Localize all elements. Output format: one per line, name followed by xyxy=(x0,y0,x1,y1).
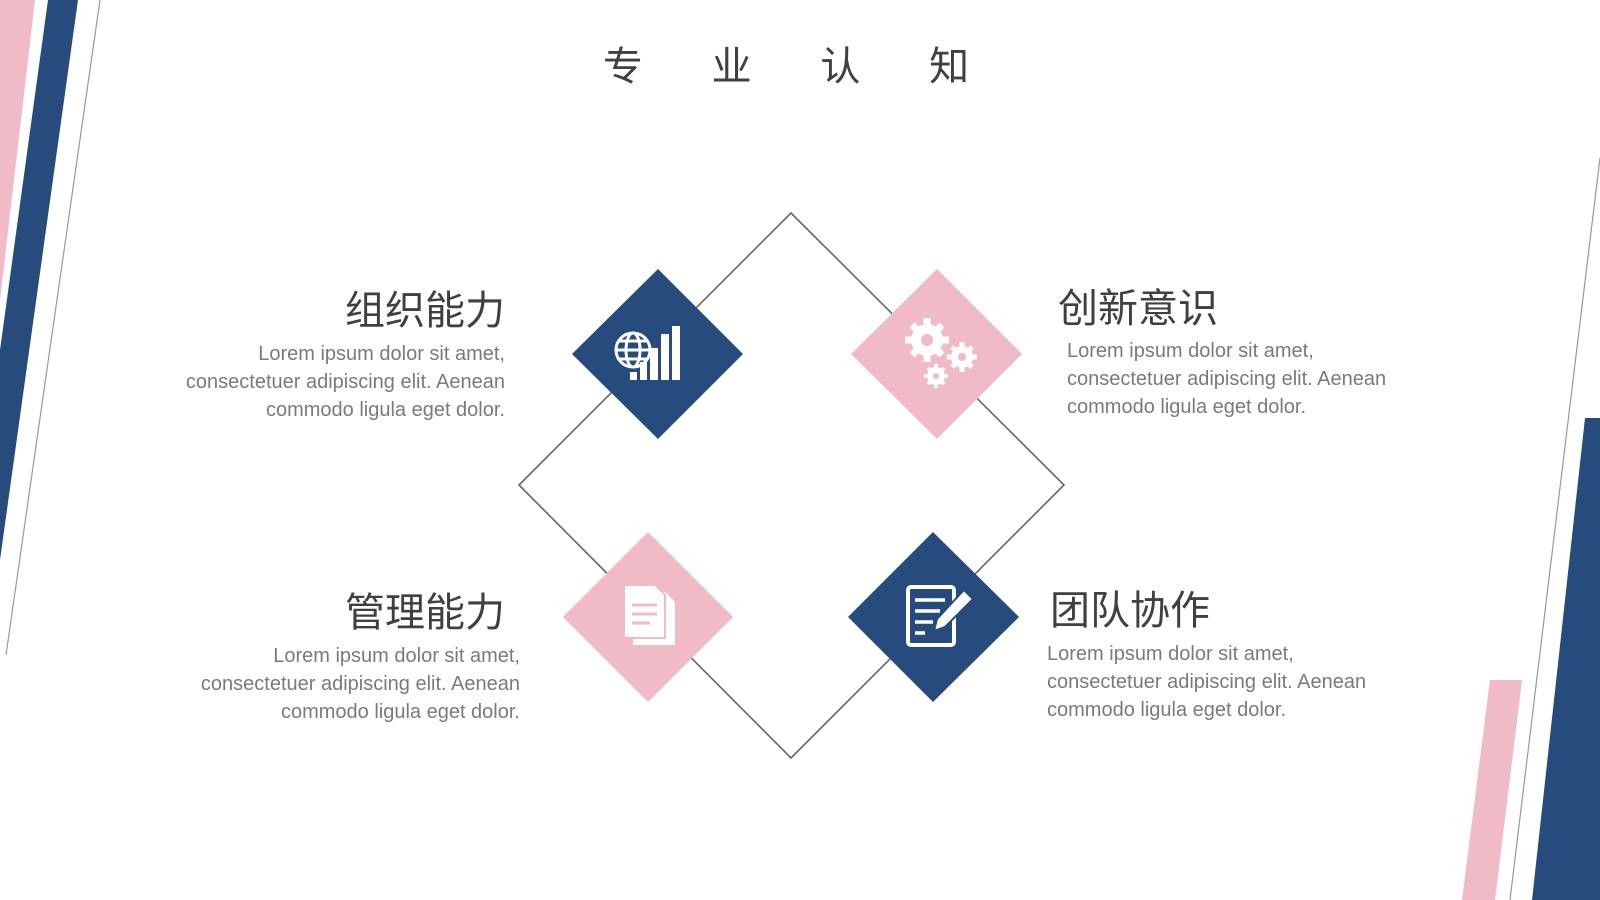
diamond-management xyxy=(563,532,733,702)
left-pink-stripe xyxy=(0,0,35,300)
text-line: consectetuer adipiscing elit. Aenean xyxy=(1047,671,1367,693)
right-navy-stripe xyxy=(1532,418,1600,900)
slide-title: 专 业 认 知 xyxy=(602,44,998,90)
text-management: Lorem ipsum dolor sit amet, consectetuer… xyxy=(100,642,520,726)
text-innovation: Lorem ipsum dolor sit amet, consectetuer… xyxy=(1067,337,1487,421)
text-line: Lorem ipsum dolor sit amet, xyxy=(273,645,520,667)
left-thin-line xyxy=(5,0,101,656)
edit-document-icon xyxy=(906,585,975,647)
text-line: Lorem ipsum dolor sit amet, xyxy=(258,343,505,365)
text-line: consectetuer adipiscing elit. Aenean xyxy=(1067,368,1387,390)
left-navy-stripe xyxy=(0,0,78,560)
right-pink-stripe xyxy=(1462,680,1522,900)
diamond-organization xyxy=(572,269,743,439)
globe-chart-icon xyxy=(614,331,652,369)
diamond-innovation xyxy=(851,269,1022,439)
text-line: commodo ligula eget dolor. xyxy=(280,701,520,723)
text-line: commodo ligula eget dolor. xyxy=(1067,396,1307,418)
text-teamwork: Lorem ipsum dolor sit amet, consectetuer… xyxy=(1047,640,1467,724)
diamond-teamwork xyxy=(848,532,1019,702)
text-line: consectetuer adipiscing elit. Aenean xyxy=(185,371,505,393)
text-line: Lorem ipsum dolor sit amet, xyxy=(1047,643,1294,665)
document-icon xyxy=(623,584,675,645)
right-thin-line xyxy=(1509,157,1600,900)
text-line: Lorem ipsum dolor sit amet, xyxy=(1067,340,1314,362)
heading-management: 管理能力 xyxy=(345,590,505,636)
text-line: commodo ligula eget dolor. xyxy=(1047,699,1287,721)
text-organization: Lorem ipsum dolor sit amet, consectetuer… xyxy=(85,340,505,424)
text-line: consectetuer adipiscing elit. Aenean xyxy=(200,673,520,695)
heading-teamwork: 团队协作 xyxy=(1050,588,1210,634)
heading-organization: 组织能力 xyxy=(345,288,505,334)
gears-icon xyxy=(905,318,977,388)
text-line: commodo ligula eget dolor. xyxy=(265,399,505,421)
heading-innovation: 创新意识 xyxy=(1058,286,1218,332)
